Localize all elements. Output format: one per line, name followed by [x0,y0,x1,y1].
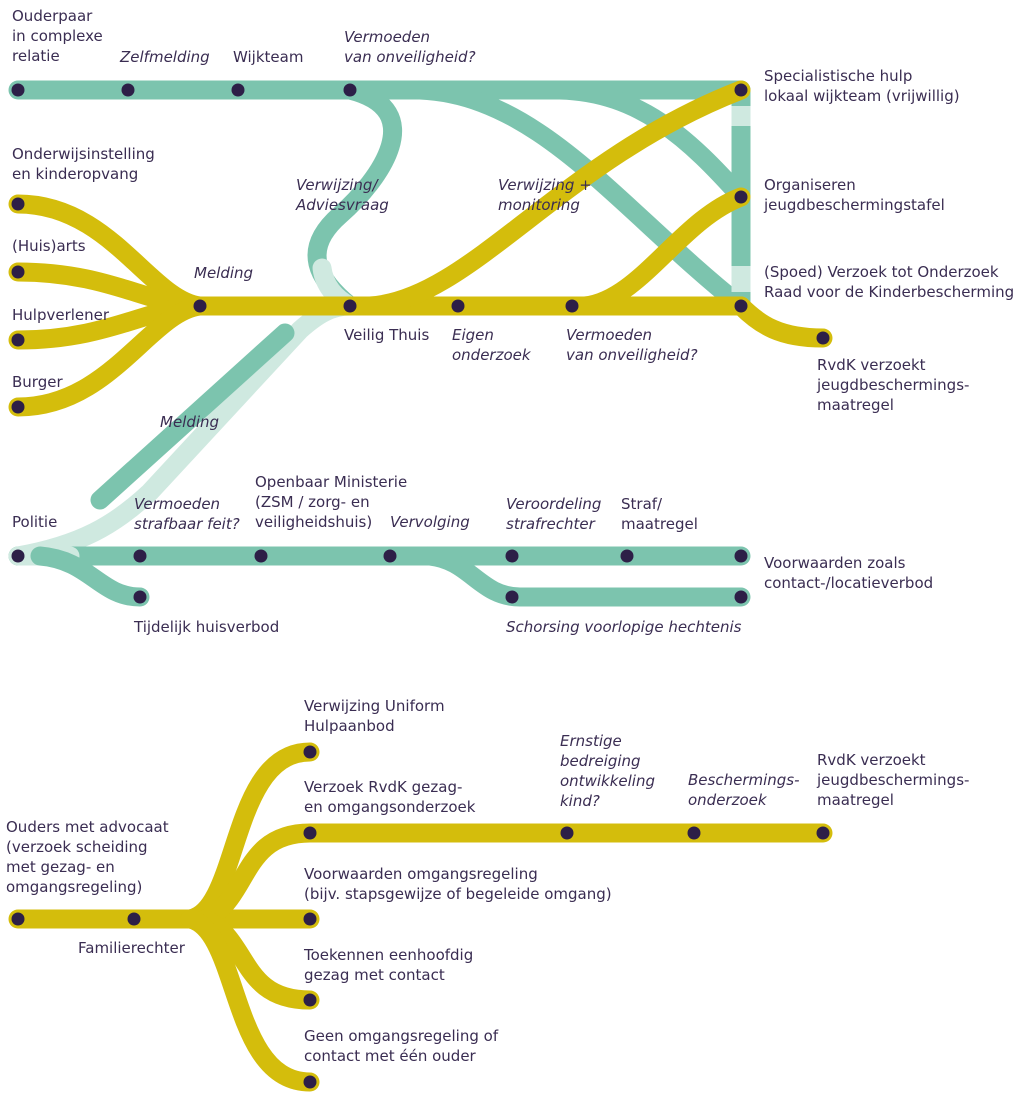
stops [11,83,830,1089]
label-spoed: (Spoed) Verzoek tot Onderzoek Raad voor … [764,263,1014,301]
label-openbaar-ministerie: Openbaar Ministerie (ZSM / zorg- en veil… [255,473,412,531]
stop-politie [11,549,25,563]
label-vermoeden-mid: Vermoeden van onveiligheid? [566,326,698,364]
stop-veroordeling [505,549,519,563]
stop-onderwijs [11,197,25,211]
stop-spoed [734,299,748,313]
label-rvdk-top: RvdK verzoekt jeugdbeschermings- maatreg… [816,356,974,414]
stop-vermoeden-top [343,83,357,97]
stop-voorwaarden-omgang [303,912,317,926]
label-wijkteam: Wijkteam [233,48,303,66]
label-hulpverlener: Hulpverlener [12,306,110,324]
label-ernstige: Ernstige bedreiging ontwikkeling kind? [560,732,660,810]
stop-rvdk-top [816,331,830,345]
yellow-tracks-middle [8,80,833,417]
label-eigen-onderzoek: Eigen onderzoek [452,326,532,364]
stop-melding [193,299,207,313]
label-voorwaarden-contact: Voorwaarden zoals contact-/locatieverbod [764,554,933,592]
track-verwijzing-monitoring [360,80,751,316]
stop-specialistische [734,83,748,97]
label-verwijzing-monitoring: Verwijzing + monitoring [498,176,597,214]
track-geen-omgang [180,909,320,1092]
label-veilig-thuis: Veilig Thuis [344,326,429,344]
labels: Ouderpaar in complexe relatie Zelfmeldin… [6,7,1014,1065]
label-ouders-advocaat: Ouders met advocaat (verzoek scheiding m… [6,818,173,896]
label-melding-politie: Melding [160,413,219,431]
label-verwijzing-advies: Verwijzing/ Adviesvraag [295,176,389,214]
label-schorsing: Schorsing voorlopige hechtenis [506,618,742,636]
label-huisarts: (Huis)arts [12,237,86,255]
stop-schorsing-end [734,590,748,604]
stop-ernstige [560,826,574,840]
track-to-spoed [410,80,751,316]
stop-vermoeden-mid [565,299,579,313]
track-rvdk [731,296,833,348]
stop-geen-omgang [303,1075,317,1089]
stop-ouders-advocaat [11,912,25,926]
stop-tijdelijk-huisverbod [133,590,147,604]
stop-verzoek-rvdk [303,826,317,840]
label-melding-mid: Melding [194,264,253,282]
label-politie: Politie [12,513,57,531]
stop-beschermings [687,826,701,840]
label-geen-omgang: Geen omgangsregeling of contact met één … [304,1027,503,1065]
yellow-tracks-bottom [8,742,833,1092]
label-rvdk-bottom: RvdK verzoekt jeugdbeschermings- maatreg… [816,751,974,809]
label-burger: Burger [12,373,63,391]
label-vermoeden-top: Vermoeden van onveiligheid? [344,28,476,66]
track-vermoeden-organiseren [575,187,751,316]
stop-huisarts [11,265,25,279]
track-verzoek-rvdk [195,823,833,929]
stop-wijkteam [231,83,245,97]
label-toekennen: Toekennen eenhoofdig gezag met contact [303,946,478,984]
stop-uniform-hulp [303,745,317,759]
label-verwijzing-uniform: Verwijzing Uniform Hulpaanbod [304,697,449,735]
track-huisverbod [30,546,150,607]
label-zelfmelding: Zelfmelding [119,48,210,66]
stop-hulpverlener [11,333,25,347]
label-organiseren: Organiseren jeugdbeschermingstafel [763,176,945,214]
stop-vermoeden-strafbaar [133,549,147,563]
label-specialistische: Specialistische hulp lokaal wijkteam (vr… [764,67,960,105]
stop-schorsing-mid [505,590,519,604]
label-voorwaarden-omgang: Voorwaarden omgangsregeling (bijv. staps… [304,865,612,903]
stop-organiseren [734,190,748,204]
stop-familierechter [127,912,141,926]
stop-straf [620,549,634,563]
label-familierechter: Familierechter [78,939,186,957]
stop-toekennen [303,993,317,1007]
stop-openbaar-ministerie [254,549,268,563]
track-toekennen [195,909,320,1010]
label-tijdelijk-huisverbod: Tijdelijk huisverbod [133,618,279,636]
label-straf: Straf/ maatregel [621,495,698,533]
track-burger [8,296,210,417]
stop-eigen-onderzoek [451,299,465,313]
stop-voorwaarden-contact [734,549,748,563]
label-veroordeling: Veroordeling strafrechter [506,495,606,533]
stop-veilig-thuis [343,299,357,313]
track-to-organiseren [340,80,751,207]
label-vervolging: Vervolging [390,513,470,531]
label-beschermings: Beschermings- onderzoek [688,771,804,809]
stop-rvdk-bottom [816,826,830,840]
track-melding-politie [90,323,295,510]
stop-vervolging [383,549,397,563]
stop-zelfmelding [121,83,135,97]
stop-ouderpaar [11,83,25,97]
label-verzoek-rvdk: Verzoek RvdK gezag- en omgangsonderzoek [304,778,476,816]
stop-burger [11,400,25,414]
label-vermoeden-strafbaar: Vermoeden strafbaar feit? [134,495,240,533]
label-ouderpaar: Ouderpaar in complexe relatie [12,7,108,65]
label-onderwijs: Onderwijsinstelling en kinderopvang [12,145,160,183]
